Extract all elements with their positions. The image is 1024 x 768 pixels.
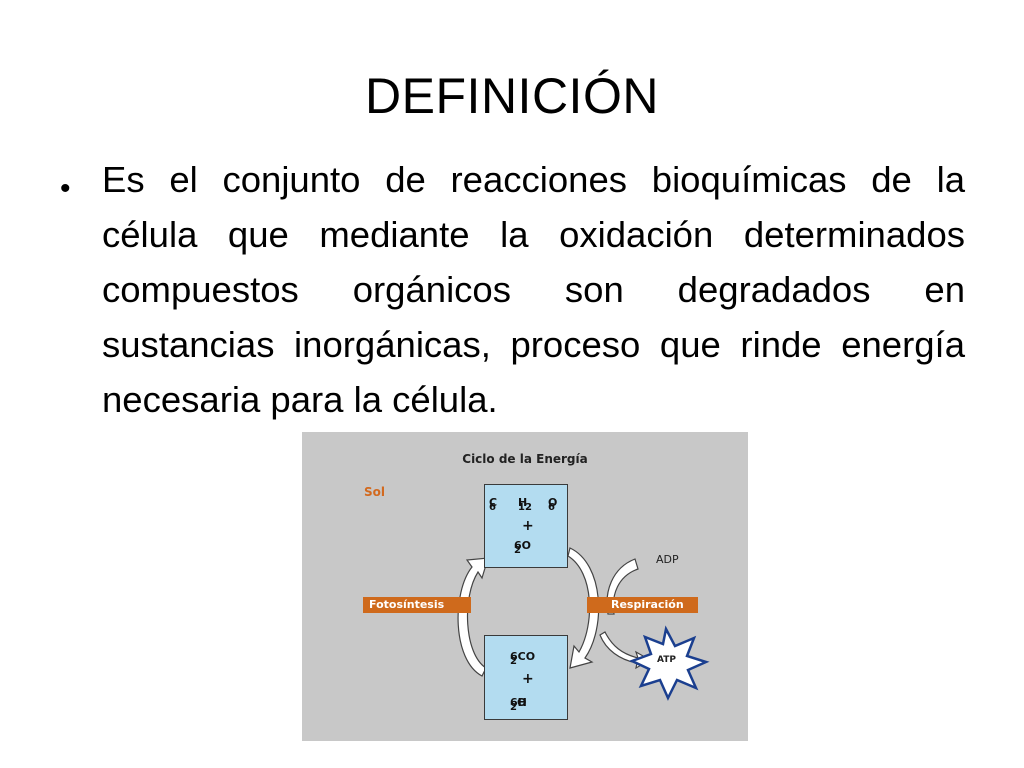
atp-star-icon <box>628 625 710 701</box>
respiration-tag: Respiración <box>587 597 698 613</box>
bullet-list: • Es el conjunto de reacciones bioquímic… <box>60 152 965 427</box>
adp-label: ADP <box>656 553 679 566</box>
sun-label: Sol <box>364 485 385 499</box>
respiration-arrow <box>567 547 600 669</box>
photosynthesis-tag: Fotosíntesis <box>363 597 471 613</box>
bullet-text: Es el conjunto de reacciones bioquímicas… <box>102 159 965 420</box>
slide-title: DEFINICIÓN <box>365 68 659 124</box>
energy-cycle-diagram: Ciclo de la Energía Sol ADP Fotosíntesis… <box>302 432 748 741</box>
atp-label: ATP <box>657 655 677 665</box>
plus-sign: + <box>522 671 534 687</box>
diagram-title: Ciclo de la Energía <box>462 452 588 466</box>
bullet-dot: • <box>60 172 71 205</box>
plus-sign: + <box>522 518 534 534</box>
